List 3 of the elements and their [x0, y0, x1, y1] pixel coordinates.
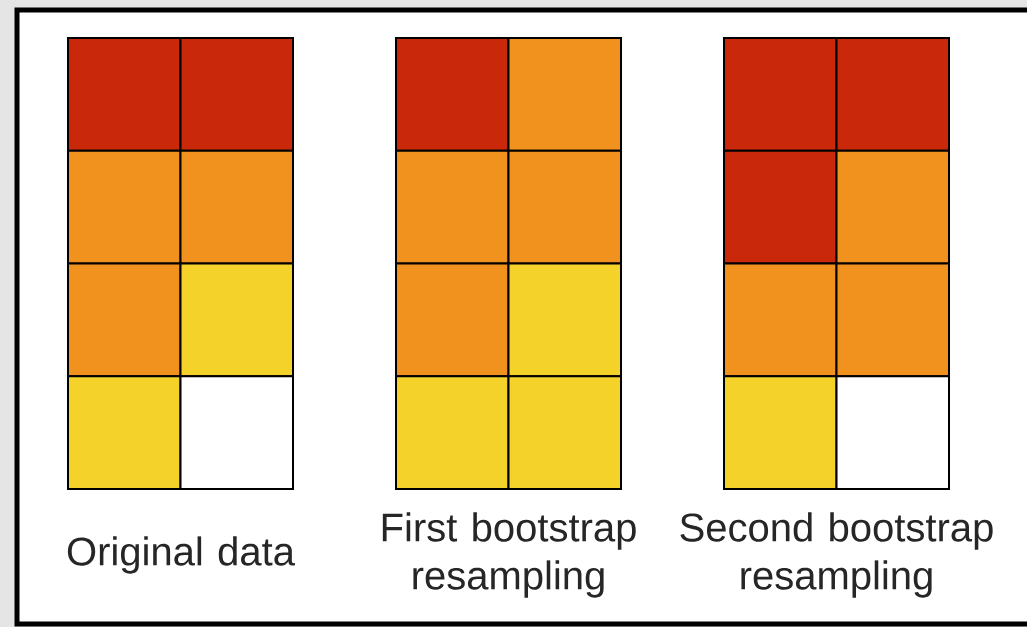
node-label: Second bootstrap resampling — [680, 512, 993, 598]
node-label: Original data — [67, 536, 295, 574]
node-label: First bootstrap resampling — [382, 512, 636, 598]
